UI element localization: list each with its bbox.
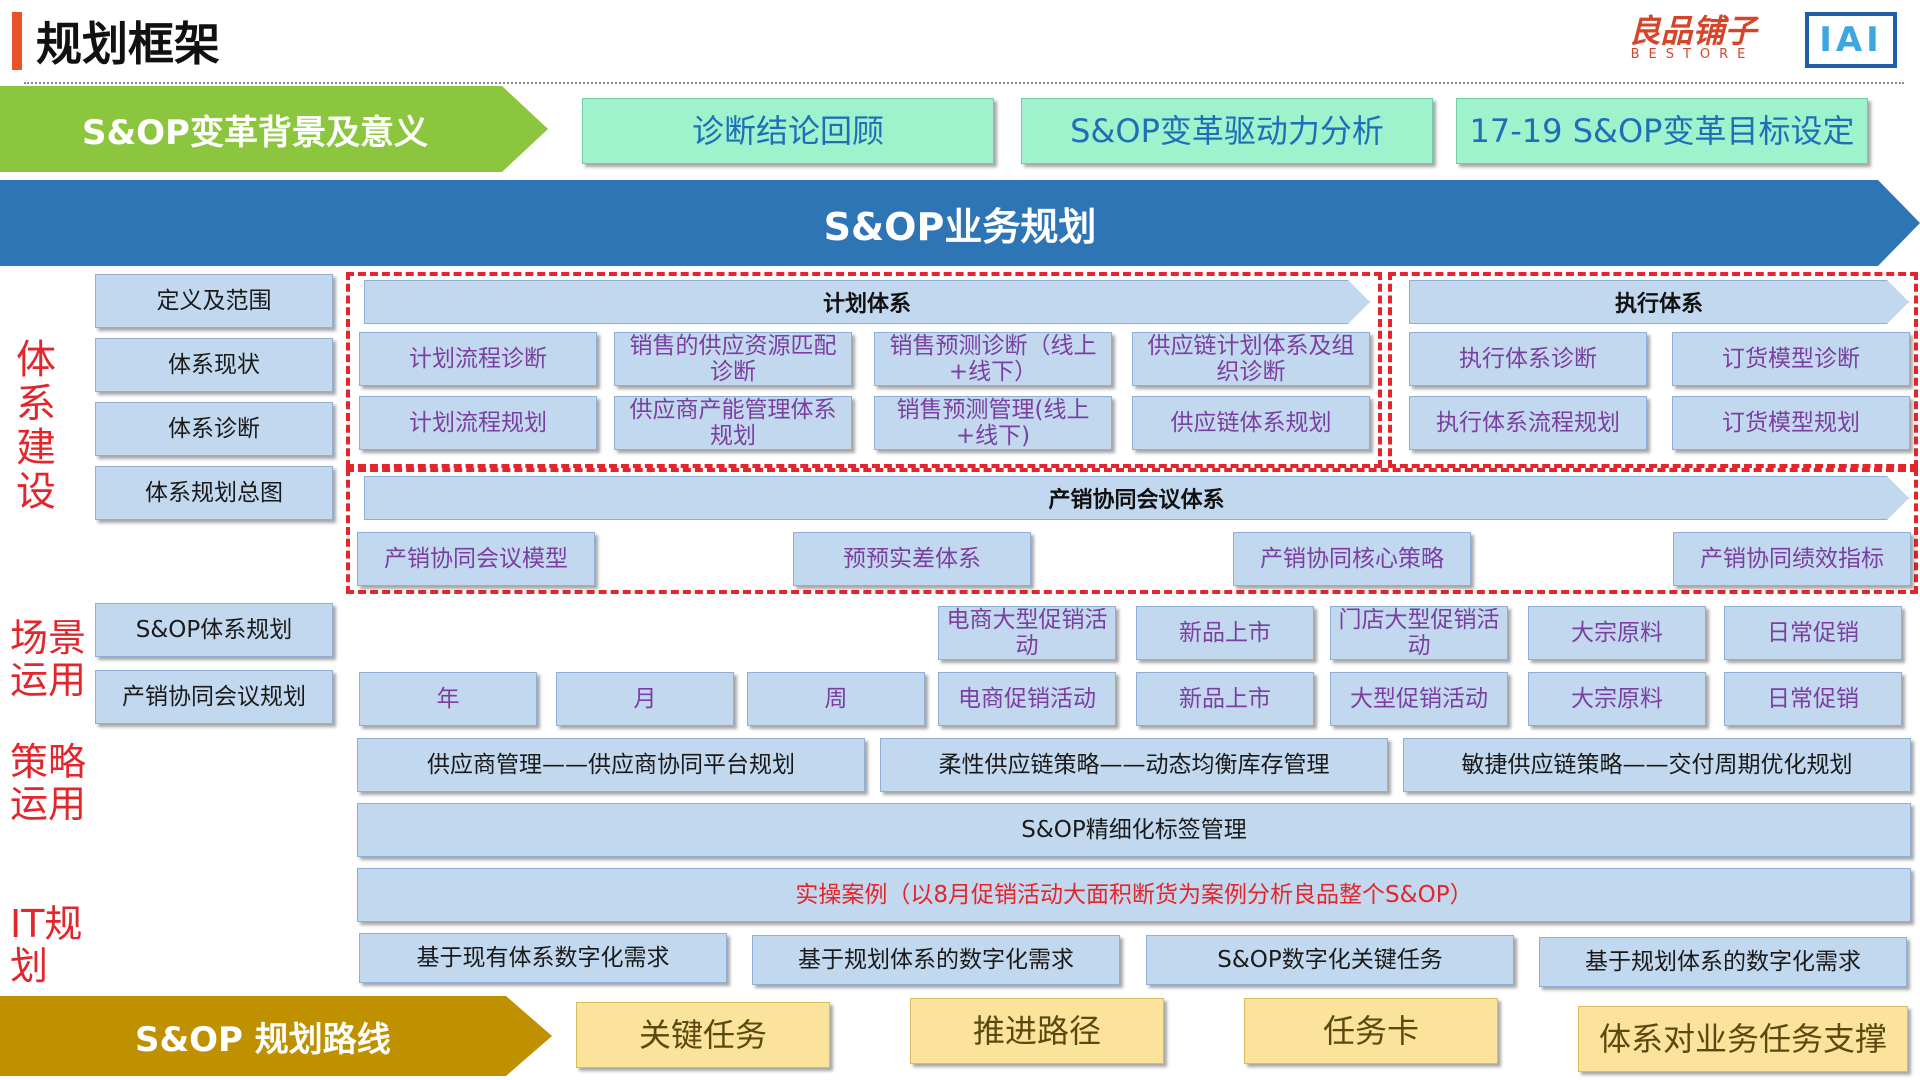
nav-system-diagnosis: 体系诊断 — [95, 402, 333, 456]
section-label-scene-use: 场景运用 — [10, 616, 87, 702]
execution-system-header: 执行体系 — [1409, 280, 1909, 324]
planning-system-frame — [346, 272, 1382, 468]
section-label-strategy-use: 策略运用 — [10, 740, 87, 826]
business-support-box: 体系对业务任务支撑 — [1578, 1006, 1908, 1072]
background-arrow-label: S&OP变革背景及意义 — [82, 112, 428, 153]
brand-logo-cn: 良品铺子 — [1628, 12, 1757, 50]
nav-system-overview: 体系规划总图 — [95, 466, 333, 520]
key-tasks-box: 关键任务 — [576, 1002, 830, 1068]
planning-cell: 供应链计划体系及组织诊断 — [1132, 332, 1370, 386]
meeting-cell: 预预实差体系 — [793, 532, 1031, 586]
it-cell: 基于规划体系的数字化需求 — [1539, 937, 1907, 987]
promotion-path-box: 推进路径 — [910, 998, 1164, 1064]
scene-cell: 月 — [556, 672, 734, 726]
scene-cell: 新品上市 — [1136, 672, 1314, 726]
scene-cell: 大宗原料 — [1528, 606, 1706, 660]
it-cell: 基于现有体系数字化需求 — [359, 933, 727, 983]
diagnosis-review-box: 诊断结论回顾 — [582, 98, 994, 164]
meeting-cell: 产销协同绩效指标 — [1673, 532, 1911, 586]
task-card-box: 任务卡 — [1244, 998, 1498, 1064]
scene-cell: 日常促销 — [1724, 606, 1902, 660]
brand-logo: 良品铺子 BESTORE — [1605, 14, 1780, 66]
section-label-it-plan: IT规划 — [10, 902, 83, 988]
planning-system-header: 计划体系 — [364, 280, 1370, 324]
execution-cell: 订货模型诊断 — [1672, 332, 1910, 386]
planning-cell: 供应商产能管理体系规划 — [614, 396, 852, 450]
planning-cell: 销售的供应资源匹配诊断 — [614, 332, 852, 386]
planning-cell: 销售预测诊断（线上+线下） — [874, 332, 1112, 386]
execution-cell: 执行体系流程规划 — [1409, 396, 1647, 450]
it-cell: 基于规划体系的数字化需求 — [752, 935, 1120, 985]
scene-cell: 电商促销活动 — [938, 672, 1116, 726]
page-title: 规划框架 — [36, 17, 220, 71]
case-study-bar: 实操案例（以8月促销活动大面积断货为案例分析良品整个S&OP） — [357, 868, 1911, 922]
driver-analysis-box: S&OP变革驱动力分析 — [1021, 98, 1433, 164]
meeting-cell: 产销协同会议模型 — [357, 532, 595, 586]
scene-cell: 周 — [747, 672, 925, 726]
planning-cell: 计划流程诊断 — [359, 332, 597, 386]
tag-management-bar: S&OP精细化标签管理 — [357, 803, 1911, 857]
background-arrow: S&OP变革背景及意义 — [0, 86, 548, 172]
header-divider — [24, 82, 1904, 84]
scene-cell: 日常促销 — [1724, 672, 1902, 726]
execution-cell: 执行体系诊断 — [1409, 332, 1647, 386]
scene-cell: 门店大型促销活动 — [1330, 606, 1508, 660]
nav-meeting-plan: 产销协同会议规划 — [95, 670, 333, 724]
meeting-cell: 产销协同核心策略 — [1233, 532, 1471, 586]
scene-cell: 年 — [359, 672, 537, 726]
scene-cell: 大宗原料 — [1528, 672, 1706, 726]
scene-cell: 电商大型促销活动 — [938, 606, 1116, 660]
nav-definition-scope: 定义及范围 — [95, 274, 333, 328]
meeting-system-frame — [346, 468, 1918, 594]
execution-cell: 订货模型规划 — [1672, 396, 1910, 450]
strategy-cell: 供应商管理——供应商协同平台规划 — [357, 738, 865, 792]
business-planning-banner: S&OP业务规划 — [0, 180, 1920, 266]
strategy-cell: 柔性供应链策略——动态均衡库存管理 — [880, 738, 1388, 792]
meeting-system-header: 产销协同会议体系 — [364, 476, 1909, 520]
nav-sop-system-plan: S&OP体系规划 — [95, 603, 333, 657]
it-cell: S&OP数字化关键任务 — [1146, 935, 1514, 985]
scene-cell: 新品上市 — [1136, 606, 1314, 660]
nav-system-status: 体系现状 — [95, 338, 333, 392]
target-setting-box: 17-19 S&OP变革目标设定 — [1456, 98, 1868, 164]
partner-logo: IAI — [1805, 12, 1897, 68]
route-arrow: S&OP 规划路线 — [0, 996, 552, 1076]
planning-cell: 供应链体系规划 — [1132, 396, 1370, 450]
planning-cell: 销售预测管理(线上+线下) — [874, 396, 1112, 450]
planning-cell: 计划流程规划 — [359, 396, 597, 450]
banner-label: S&OP业务规划 — [823, 204, 1097, 249]
partner-logo-text: IAI — [1819, 20, 1883, 60]
scene-cell: 大型促销活动 — [1330, 672, 1508, 726]
brand-logo-en: BESTORE — [1630, 47, 1755, 62]
section-label-system-build: 体系建设 — [16, 337, 56, 515]
strategy-cell: 敏捷供应链策略——交付周期优化规划 — [1403, 738, 1911, 792]
title-accent-bar — [12, 12, 22, 70]
execution-system-frame — [1388, 272, 1918, 468]
route-arrow-label: S&OP 规划路线 — [135, 1019, 391, 1060]
